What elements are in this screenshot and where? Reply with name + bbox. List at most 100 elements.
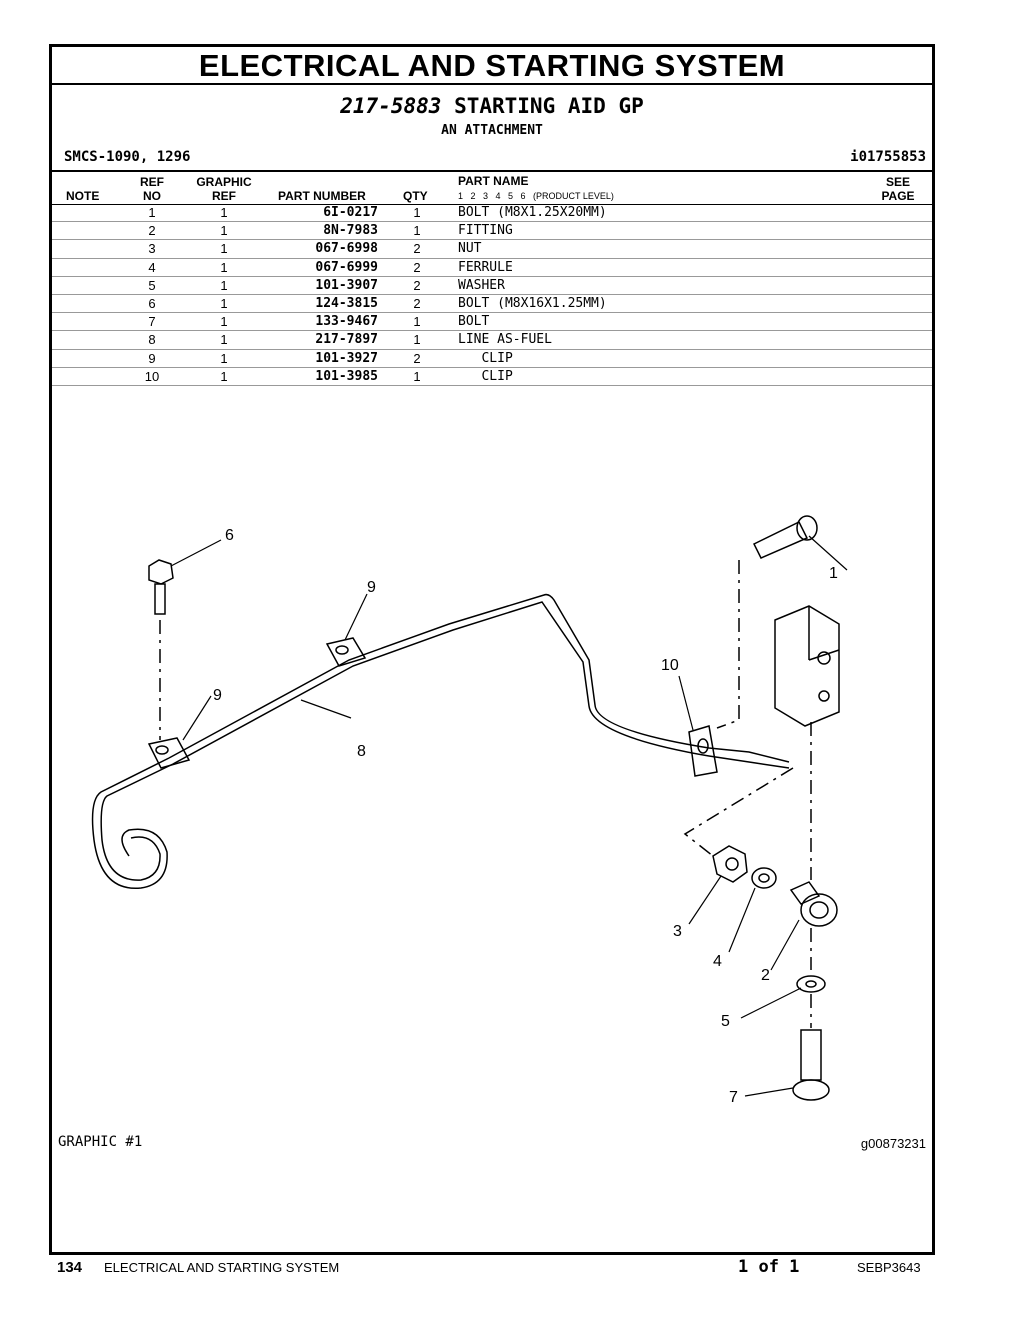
ref-no: 3 [148,241,156,257]
part-name: BOLT (M8X16X1.25MM) [458,295,607,311]
quantity: 2 [413,241,421,257]
graphic-ref: 1 [220,314,228,330]
page-of: 1 of 1 [738,1257,800,1277]
part-number[interactable]: 067-6999 [315,259,378,275]
group-subtitle: AN ATTACHMENT [441,123,543,138]
leader-lines [170,535,848,1097]
part-name: FITTING [458,223,513,239]
col-product-levels: 1 2 3 4 5 6 (PRODUCT LEVEL) [458,191,614,201]
col-graphic-top: GRAPHIC [196,175,252,189]
part-number[interactable]: 6I-0217 [323,205,378,220]
ref-no: 10 [144,368,160,384]
part-name: FERRULE [458,259,513,275]
ferrule-icon [751,867,777,889]
graphic-ref: 1 [220,241,228,257]
ref-no: 4 [148,259,156,275]
quantity: 1 [413,332,421,348]
banjo-fitting-icon [789,881,838,927]
callout-8: 8 [357,743,366,760]
ref-no: 8 [148,332,156,348]
graphic-ref: 1 [220,350,228,366]
graphic-ref: 1 [220,205,228,220]
table-row: 8 1 217-7897 1 LINE AS-FUEL [52,331,932,350]
callout-9: 9 [213,687,222,704]
clip-icon [688,725,718,777]
part-name: CLIP [458,368,513,384]
part-number[interactable]: 133-9467 [315,314,378,330]
part-number[interactable]: 101-3927 [315,350,378,366]
group-name: STARTING AID GP [454,94,644,118]
nut-icon [712,845,748,883]
part-number[interactable]: 101-3907 [315,277,378,293]
bolt-icon [752,515,818,559]
fuel-line [91,593,790,889]
col-part-name: PART NAME [458,174,529,188]
document-number: SEBP3643 [857,1260,921,1275]
part-number[interactable]: 217-7897 [315,332,378,348]
bolt-icon [148,559,174,615]
part-name: WASHER [458,277,505,293]
part-number[interactable]: 124-3815 [315,295,378,311]
part-number[interactable]: 101-3985 [315,368,378,384]
quantity: 1 [413,205,421,220]
col-ref-top: REF [140,175,164,189]
part-number[interactable]: 067-6998 [315,241,378,257]
table-header: NOTE REF NO GRAPHIC REF PART NUMBER QTY … [52,170,932,205]
washer-icon [796,975,826,993]
title-bar: ELECTRICAL AND STARTING SYSTEM [52,47,932,85]
callout-5: 5 [721,1013,730,1030]
part-name: CLIP [458,350,513,366]
clip-icon [325,637,367,667]
graphic-ref: 1 [220,259,228,275]
group-number: 217-5883 [340,94,442,118]
callout-10: 10 [661,657,679,674]
callout-7: 7 [729,1089,738,1106]
graphic-ref: 1 [220,277,228,293]
ref-no: 5 [148,277,156,293]
callout-2: 2 [761,967,770,984]
ref-no: 6 [148,295,156,311]
table-row: 3 1 067-6998 2 NUT [52,240,932,259]
part-number[interactable]: 8N-7983 [323,223,378,239]
col-ref-bottom: NO [143,189,161,203]
graphic-ref: 1 [220,368,228,384]
ref-no: 2 [148,223,156,239]
callout-4: 4 [713,953,722,970]
assembly-centerlines [159,560,812,1028]
footer-section: ELECTRICAL AND STARTING SYSTEM [104,1260,340,1275]
group-heading: 217-5883 STARTING AID GP [52,94,932,118]
callout-9: 9 [367,579,376,596]
ref-no: 1 [148,205,156,220]
graphic-ref: 1 [220,223,228,239]
col-see-bottom: PAGE [881,189,915,203]
graphic-label: GRAPHIC #1 [58,1134,143,1150]
table-row: 10 1 101-3985 1 CLIP [52,368,932,386]
table-row: 9 1 101-3927 2 CLIP [52,350,932,368]
col-note: NOTE [66,189,100,203]
part-name: LINE AS-FUEL [458,332,552,348]
quantity: 1 [413,368,421,384]
table-row: 1 1 6I-0217 1 BOLT (M8X1.25X20MM) [52,204,932,223]
graphic-ref: 1 [220,295,228,311]
quantity: 2 [413,350,421,366]
graphic-ref: 1 [220,332,228,348]
callout-3: 3 [673,923,682,940]
bolt-icon [792,1029,830,1101]
part-name: NUT [458,241,482,257]
part-name: BOLT [458,314,490,330]
page-title: ELECTRICAL AND STARTING SYSTEM [198,48,786,83]
quantity: 2 [413,277,421,293]
part-name: BOLT (M8X1.25X20MM) [458,205,607,220]
ref-no: 9 [148,350,156,366]
quantity: 1 [413,223,421,239]
quantity: 2 [413,295,421,311]
page-frame: ELECTRICAL AND STARTING SYSTEM 217-5883 … [49,44,935,1255]
table-row: 2 1 8N-7983 1 FITTING [52,222,932,241]
illustration-ident: i01755853 [850,149,926,165]
table-row: 5 1 101-3907 2 WASHER [52,277,932,295]
page-number: 134 [57,1259,83,1276]
callout-6: 6 [225,527,234,544]
col-part-number: PART NUMBER [278,189,366,203]
